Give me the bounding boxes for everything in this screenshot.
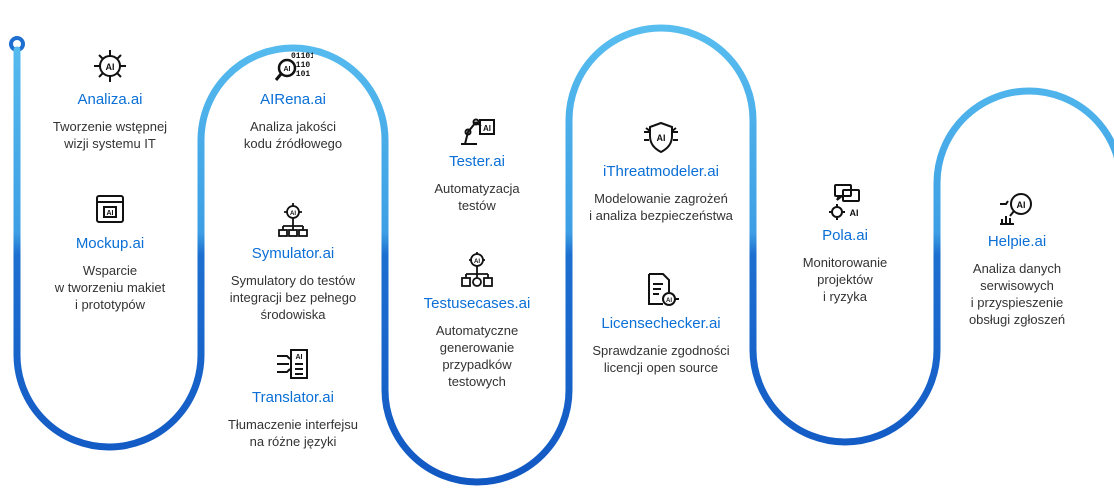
ai-code-search-icon: 01101 110 101 AI [274,52,313,81]
tool-ithreatmodeler[interactable]: AI iThreatmodeler.ai Modelowanie zagroże… [571,118,751,224]
tool-analiza[interactable]: AI Analiza.ai Tworzenie wstępnej wizji s… [20,46,200,152]
ai-shield-icon: AI [644,121,678,154]
path-line [13,24,1114,486]
tool-description: Monitorowanie projektów i ryzyka [802,255,888,304]
ai-chip-icon: AI [94,50,126,82]
tool-description: Tłumaczenie interfejsu na różne języki [227,417,359,449]
tool-description: Automatyzacja testów [434,181,520,213]
svg-text:AI: AI [106,62,115,72]
tool-translator[interactable]: AI Translator.ai Tłumaczenie interfejsu … [203,344,383,450]
svg-text:110: 110 [296,61,311,70]
tool-licensechecker[interactable]: AI Licensechecker.ai Sprawdzanie zgodnoś… [571,270,751,376]
ai-chat-gear-icon: AI [829,184,860,220]
svg-text:AI: AI [296,354,303,361]
tool-description: Sprawdzanie zgodności licencji open sour… [592,343,730,375]
ai-flowchart-icon: AI [461,252,493,287]
tool-testusecases[interactable]: AI Testusecases.ai Automatyczne generowa… [387,250,567,390]
tool-description: Analiza danych serwisowych i przyspiesze… [968,261,1066,327]
tool-name: Tester.ai [449,153,505,170]
tool-description: Automatyczne generowanie przypadków test… [435,323,519,389]
tool-name: iThreatmodeler.ai [603,163,719,180]
ai-window-icon: AI [96,195,124,223]
tool-airena[interactable]: 01101 110 101 AI AIRena.ai Analiza jakoś… [203,46,383,152]
svg-text:AI: AI [107,210,114,217]
svg-text:AI: AI [1017,200,1026,210]
svg-text:AI: AI [666,298,672,304]
svg-text:AI: AI [483,124,491,133]
svg-text:AI: AI [290,211,296,217]
tool-name: AIRena.ai [260,91,326,108]
ai-license-document-icon: AI [648,273,679,306]
svg-text:AI: AI [657,133,666,143]
tool-helpie[interactable]: AI Helpie.ai Analiza danych serwisowych … [927,188,1107,328]
svg-text:AI: AI [850,208,859,218]
tool-description: Wsparcie w tworzeniu makiet i prototypów [54,263,166,312]
tool-symulator[interactable]: AI Symulator.ai Symulatory do testów int… [203,200,383,323]
svg-text:01101: 01101 [291,52,313,61]
tool-name: Pola.ai [822,227,868,244]
ai-translate-icon: AI [277,349,308,379]
tool-pola[interactable]: AI Pola.ai Monitorowanie projektów i ryz… [755,182,935,305]
svg-text:AI: AI [474,259,480,265]
tool-name: Mockup.ai [75,235,145,252]
ai-gear-network-icon: AI [278,203,308,237]
tool-name: Licensechecker.ai [601,315,721,332]
tool-description: Tworzenie wstępnej wizji systemu IT [52,119,168,151]
tool-description: Analiza jakości kodu źródłowego [243,119,343,151]
tool-description: Modelowanie zagrożeń i analiza bezpiecze… [589,191,733,223]
tool-name: Helpie.ai [987,233,1047,250]
tool-name: Translator.ai [252,389,334,406]
tool-name: Testusecases.ai [423,295,531,312]
svg-text:AI: AI [284,66,291,73]
ai-analytics-search-icon: AI [1000,193,1032,225]
tool-tester[interactable]: AI Tester.ai Automatyzacja testów [387,108,567,214]
svg-text:101: 101 [296,70,311,79]
tool-mockup[interactable]: AI Mockup.ai Wsparcie w tworzeniu makiet… [20,190,200,313]
tool-name: Analiza.ai [77,91,143,108]
tool-description: Symulatory do testów integracji bez pełn… [229,273,357,322]
ai-robot-arm-icon: AI [461,118,495,145]
tool-name: Symulator.ai [251,245,335,262]
